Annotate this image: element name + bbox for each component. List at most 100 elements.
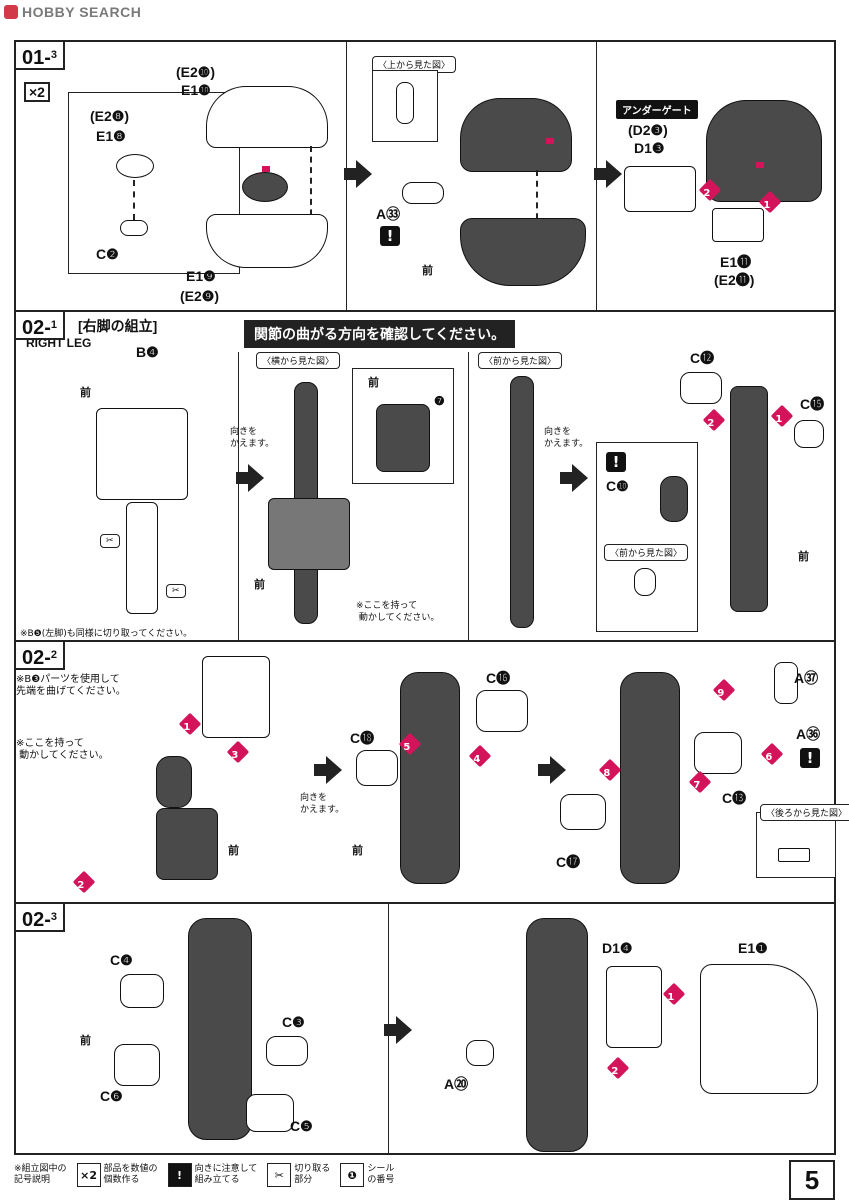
small-part [402, 182, 444, 204]
view-note: 〈横から見た図〉 [256, 352, 341, 369]
step-label: 01-3 [16, 42, 66, 70]
front-label: 前 [228, 845, 239, 857]
part-label: C⓭ [722, 790, 747, 806]
next-step-arrow [236, 464, 264, 492]
part-label: (E2❽) [90, 108, 129, 124]
step-number: 3 [226, 740, 250, 764]
part-label: C❺ [290, 1118, 313, 1134]
warning-icon: ! [380, 226, 400, 246]
cover-part [356, 750, 398, 786]
page-number: 5 [789, 1160, 835, 1200]
detail-frame [596, 442, 698, 632]
part-label: A㊱ [796, 726, 821, 742]
part-label: E1❿ [181, 82, 211, 98]
legend-text: 切り取る 部分 [294, 1164, 331, 1185]
cover-part [114, 1044, 160, 1086]
part-label: (E2❾) [180, 288, 219, 304]
hold-text: ※ここを持って 動かしてください。 [16, 738, 109, 761]
step-number: 8 [598, 758, 622, 782]
cover-part [694, 732, 742, 774]
knee-part [268, 498, 350, 570]
legend-title: ※組立図中の 記号説明 [14, 1164, 67, 1185]
next-step-arrow [384, 1016, 412, 1044]
hub-part [116, 154, 154, 178]
armor-part [774, 662, 798, 704]
watermark-logo-icon [4, 5, 18, 19]
cover-part [476, 690, 528, 732]
section-02-3: 02-3 C❹ 前 C❸ C❻ C❺ A⑳ D1❹ 1 E1❶ 2 [16, 904, 834, 1154]
front-label: 前 [80, 1035, 91, 1047]
part-label: D1❸ [634, 140, 665, 156]
next-step-arrow [314, 756, 342, 784]
step-number: 2 [606, 1056, 630, 1080]
part-label: A⑳ [444, 1076, 469, 1092]
step-label: 02-1 [16, 312, 66, 340]
instruction-page: 01-3 ×2 (E2❽) E1❽ C❷ (E2❿) E1❿ E1❾ (E2❾)… [14, 40, 849, 1155]
head-upper-part [460, 98, 572, 172]
front-label: 前 [422, 265, 433, 277]
thigh-armor-part [606, 966, 662, 1048]
part-label: C❷ [96, 246, 119, 262]
detail-part [376, 404, 430, 472]
next-step-arrow [560, 464, 588, 492]
part-label: C❹ [110, 952, 133, 968]
legend-item: ❶ シール の番号 [340, 1163, 394, 1187]
leg-assembly-part [526, 918, 588, 1152]
step-number: 1 [770, 404, 794, 428]
detail-part [396, 82, 414, 124]
panel-divider [468, 352, 469, 640]
step-number: 2 [702, 408, 726, 432]
front-label: 前 [254, 579, 265, 591]
part-label: B❹ [136, 344, 159, 360]
assembly-line [310, 146, 312, 226]
detail-part [778, 848, 810, 862]
legend-text: シール の番号 [367, 1164, 395, 1185]
hold-text: ※ここを持って 動かしてください。 [356, 601, 440, 623]
part-label: (E2⓫) [714, 272, 755, 288]
step-label: 02-3 [16, 904, 66, 932]
symbol-legend: ※組立図中の 記号説明 ×2 部品を数値の 個数作る ! 向きに注意して 組み立… [14, 1157, 836, 1193]
vent-part [624, 166, 696, 212]
front-label: 前 [368, 377, 379, 389]
assembly-line [133, 180, 135, 220]
cover-part [246, 1094, 294, 1132]
view-note: 〈後ろから見た図〉 [760, 804, 849, 821]
detail-frame [756, 812, 836, 878]
step-number: 1 [662, 982, 686, 1006]
legend-item: ×2 部品を数値の 個数作る [76, 1163, 158, 1187]
part-label: E1❽ [96, 128, 126, 144]
part-label: C⓬ [690, 350, 715, 366]
part-label: A㊲ [794, 670, 819, 686]
front-label: 前 [80, 387, 91, 399]
runner-part [126, 502, 158, 614]
part-label: E1❾ [186, 268, 216, 284]
instruction-banner: 関節の曲がる方向を確認してください。 [244, 320, 516, 348]
step-label: 02-2 [16, 642, 66, 670]
watermark-text: HOBBY SEARCH [22, 4, 142, 20]
part-label: C❿ [606, 478, 629, 494]
head-assembled-part [706, 100, 822, 202]
leg-body-part [156, 808, 218, 880]
part-label: E1⓫ [720, 254, 752, 270]
leg-assembly-part [188, 918, 252, 1140]
cap-part [794, 420, 824, 448]
joint-part [156, 756, 192, 808]
step-number: 2 [72, 870, 96, 894]
runner-part [96, 408, 188, 500]
leg-assembly-part [620, 672, 680, 884]
accent-mark [756, 162, 764, 168]
under-gate-tag: アンダーゲート [616, 100, 698, 119]
part-label: D1❹ [602, 940, 633, 956]
cut-note: ※B❺(左脚)も同様に切り取ってください。 [20, 629, 193, 639]
part-label: C❻ [100, 1088, 123, 1104]
section-title: [右脚の組立] [78, 318, 158, 334]
next-step-arrow [594, 160, 622, 188]
watermark: HOBBY SEARCH [4, 4, 141, 20]
warning-icon: ! [800, 748, 820, 768]
warning-icon: ! [167, 1163, 192, 1187]
turn-text: 向きを かえます。 [300, 793, 345, 815]
small-part [120, 220, 148, 236]
head-lower-part [460, 218, 586, 286]
section-02-2: 02-2 ※B❸パーツを使用して 先端を曲げてください。 ※ここを持って 動かし… [16, 642, 849, 904]
bracket-part [712, 208, 764, 242]
